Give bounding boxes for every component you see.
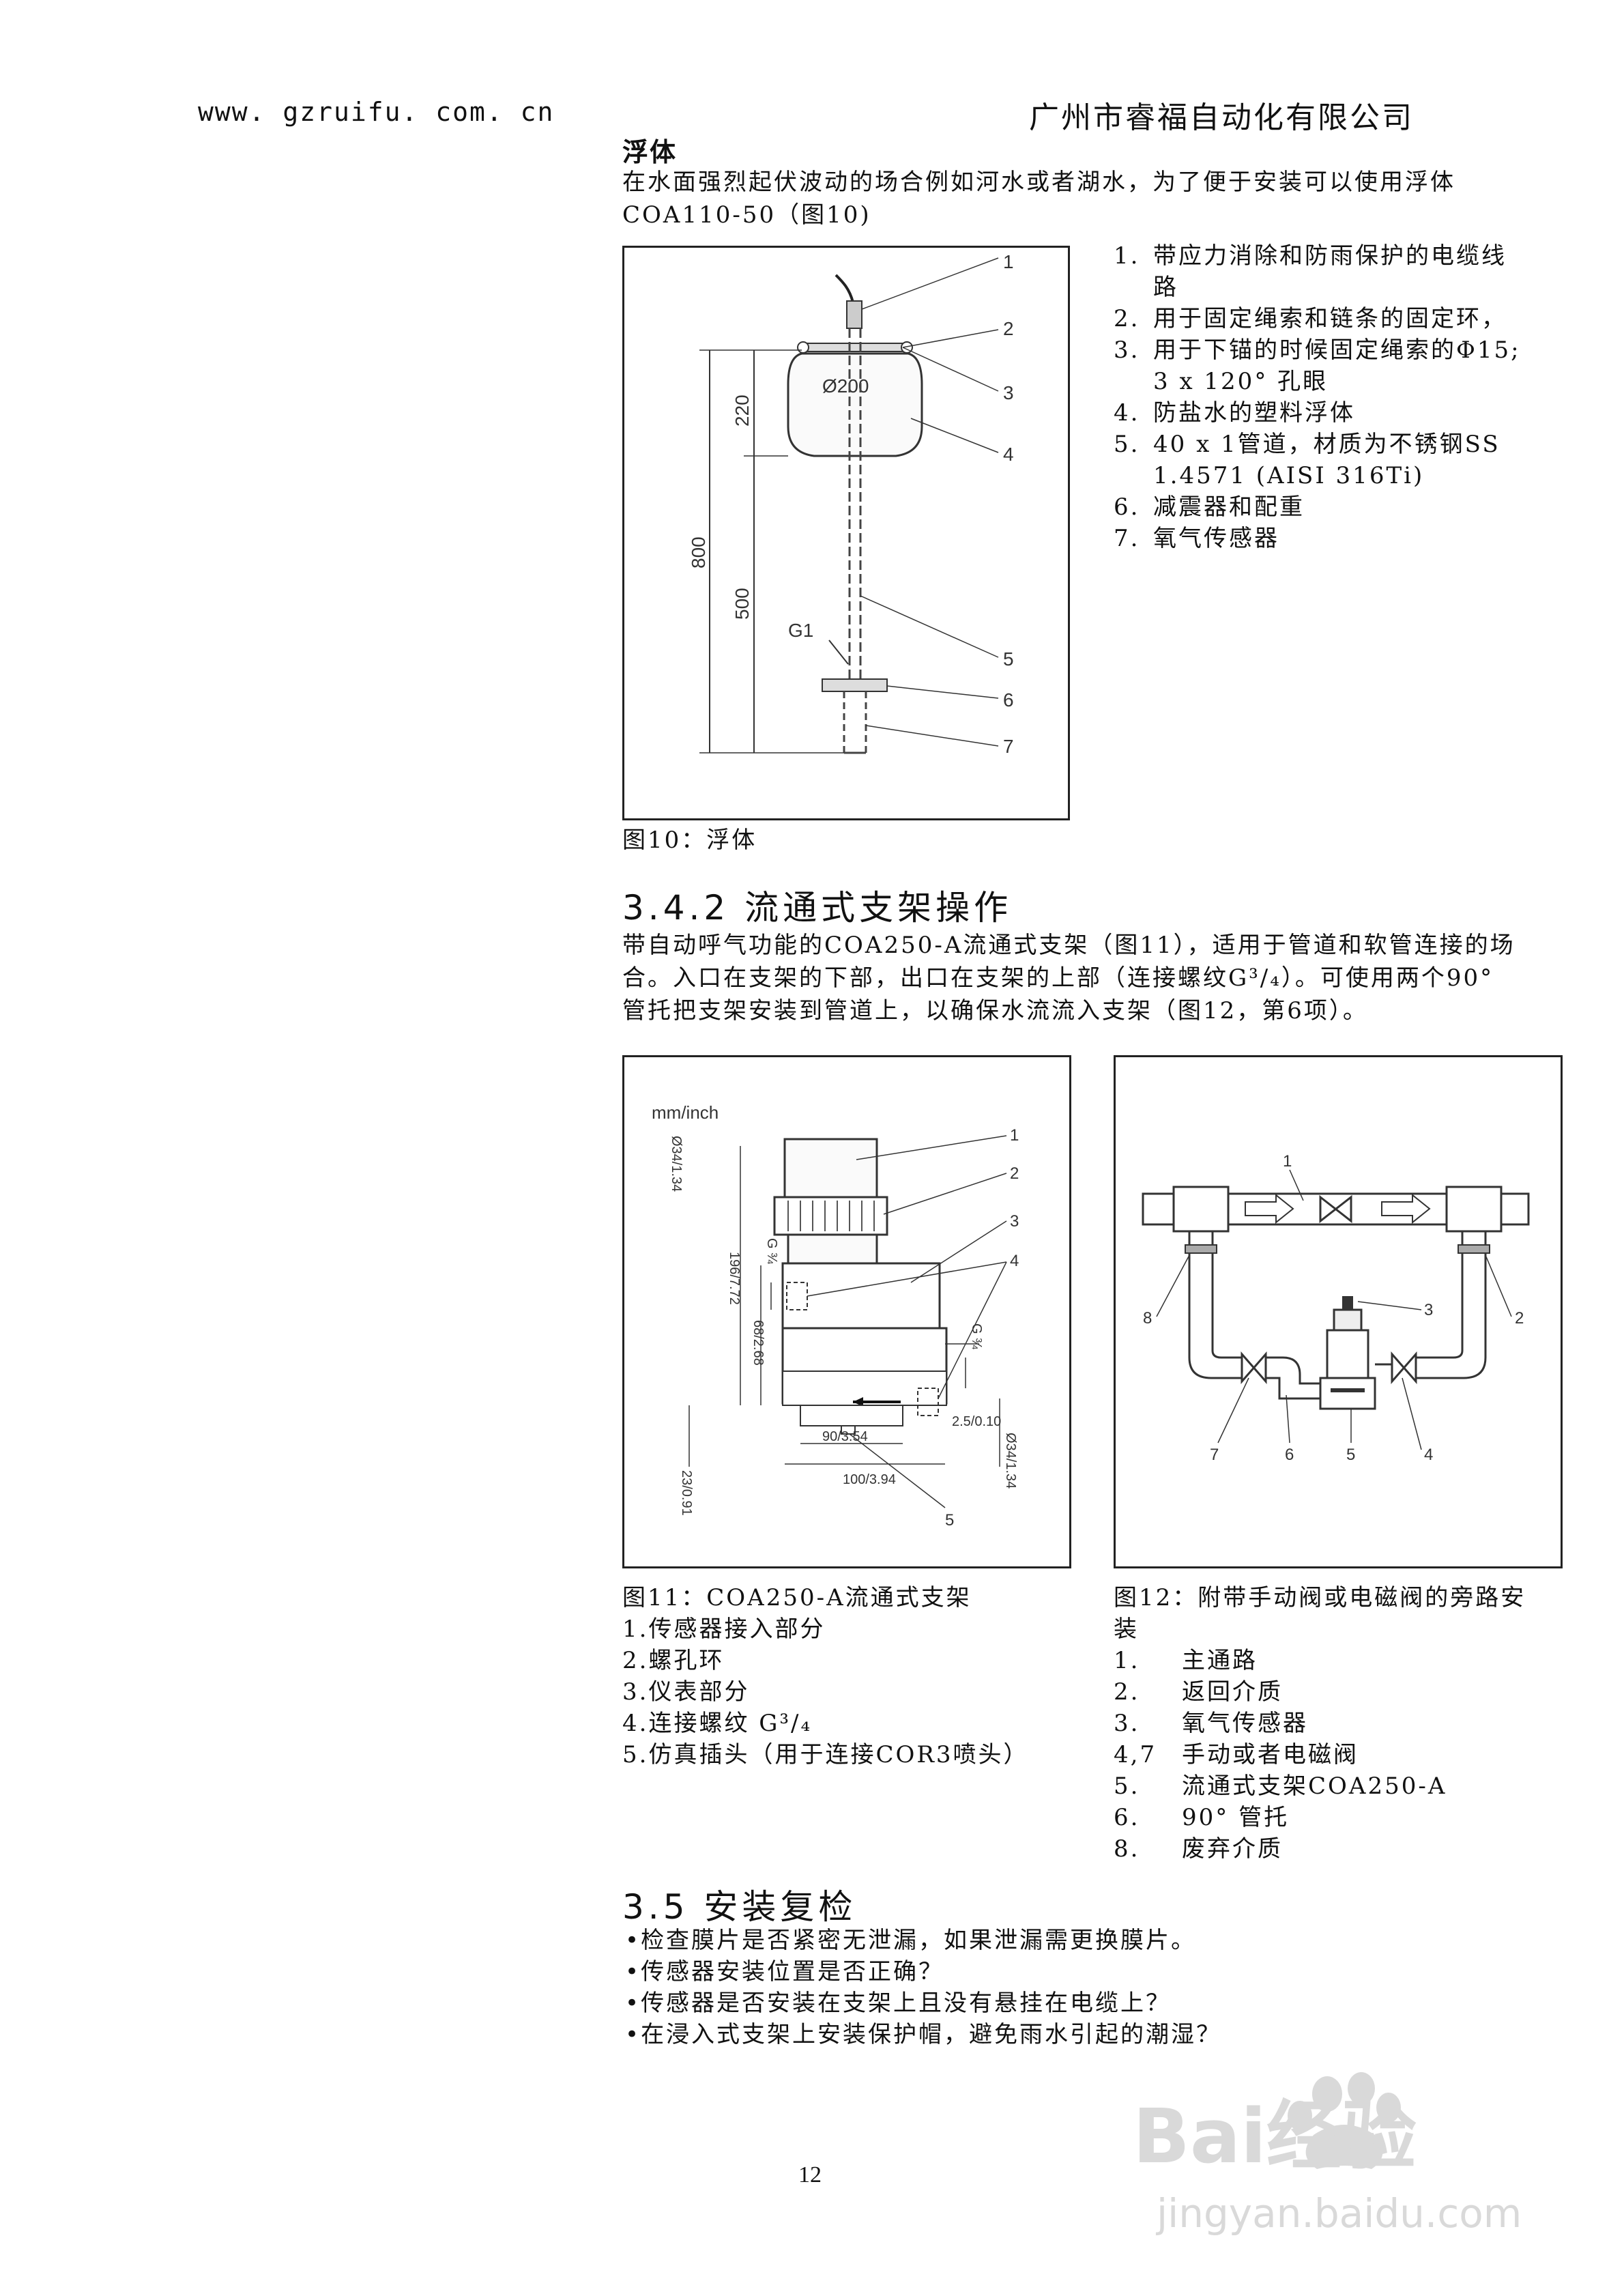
callout-1: 1 <box>1283 1152 1292 1171</box>
callout-5: 5 <box>945 1511 954 1530</box>
list-item: 5.仿真插头（用于连接COR3喷头） <box>622 1741 1029 1768</box>
bullet: • <box>625 1990 641 2017</box>
check-heading: 3.5 安装复检 <box>622 1887 857 1927</box>
callout-2: 2 <box>1010 1164 1019 1183</box>
figure-10-float-diagram: Ø200 G1 800 220 500 1 2 3 4 5 6 <box>622 246 1070 820</box>
flow-para-line-2: 合。入口在支架的下部，出口在支架的上部（连接螺纹G³/₄）。可使用两个90° <box>622 964 1494 992</box>
flow-heading: 3.4.2 流通式支架操作 <box>622 888 1013 928</box>
list-item: •传感器安装位置是否正确？ <box>625 1958 944 1985</box>
figure-12-bypass: 1 2 3 4 5 6 7 8 <box>1114 1055 1563 1568</box>
bypass-drawing: 1 2 3 4 5 6 7 8 <box>1142 1152 1530 1464</box>
float-drawing: Ø200 G1 800 220 500 1 2 3 4 5 6 <box>688 251 1014 757</box>
list-item: 6.减震器和配重 <box>1114 493 1305 521</box>
dim-100: 100/3.94 <box>843 1472 896 1487</box>
callout-6: 6 <box>1285 1446 1294 1464</box>
watermark-url: jingyan.baidu.com <box>1155 2190 1522 2237</box>
list-item: 1.4571 (AISI 316Ti) <box>1153 462 1425 489</box>
callout-7: 7 <box>1003 736 1014 757</box>
callout-4: 4 <box>1010 1252 1019 1270</box>
list-item: 3.氧气传感器 <box>1114 1710 1308 1737</box>
list-item: 2.用于固定绳索和链条的固定环， <box>1114 305 1507 332</box>
flow-para-line-3: 管托把支架安装到管道上，以确保水流流入支架（图12，第6项）。 <box>622 997 1368 1024</box>
dim-g34-left: G ¾ <box>764 1238 779 1264</box>
callout-7: 7 <box>1210 1446 1219 1464</box>
bullet: • <box>625 2021 641 2048</box>
baidu-watermark-logo: Bai经验 jingyan.baidu.com <box>1129 2067 1546 2240</box>
list-item: •传感器是否安装在支架上且没有悬挂在电缆上？ <box>625 1990 1172 2017</box>
callout-4: 4 <box>1424 1446 1433 1464</box>
callout-5: 5 <box>1346 1446 1355 1464</box>
list-item: 8.废弃介质 <box>1114 1835 1283 1863</box>
callout-1: 1 <box>1003 251 1014 272</box>
dim-g34-right: G ¾ <box>969 1323 984 1349</box>
dim-2-5: 2.5/0.10 <box>952 1414 1001 1429</box>
dim-d34-top: Ø34/1.34 <box>669 1136 684 1192</box>
callout-6: 6 <box>1003 689 1014 711</box>
list-item: 7.氧气传感器 <box>1114 525 1279 552</box>
flow-para-line-1: 带自动呼气功能的COA250-A流通式支架（图11），适用于管道和软管连接的场 <box>622 932 1516 959</box>
float-para-line-2: COA110-50（图10) <box>622 201 871 229</box>
float-title: 浮体 <box>622 137 678 167</box>
float-legend: 1.带应力消除和防雨保护的电缆线 路 2.用于固定绳索和链条的固定环， 3.用于… <box>1114 240 1521 554</box>
callout-2: 2 <box>1003 318 1014 339</box>
bullet: • <box>625 1927 641 1954</box>
list-item: 2.螺孔环 <box>622 1647 725 1674</box>
list-item: •检查膜片是否紧密无泄漏，如果泄漏需更换膜片。 <box>625 1927 1197 1954</box>
list-item: 1.主通路 <box>1114 1647 1258 1674</box>
list-item: •在浸入式支架上安装保护帽，避免雨水引起的潮湿？ <box>625 2021 1222 2048</box>
callout-8: 8 <box>1143 1309 1152 1328</box>
list-item: 1.带应力消除和防雨保护的电缆线 <box>1114 242 1507 270</box>
dim-90: 90/3.54 <box>822 1429 868 1444</box>
check-list: •检查膜片是否紧密无泄漏，如果泄漏需更换膜片。 •传感器安装位置是否正确？ •传… <box>625 1925 1221 2050</box>
float-para-line-1: 在水面强烈起伏波动的场合例如河水或者湖水，为了便于安装可以使用浮体 <box>622 169 1455 196</box>
list-item: 路 <box>1153 274 1178 301</box>
list-item: 5.流通式支架COA250-A <box>1114 1773 1447 1800</box>
list-item: 2.返回介质 <box>1114 1678 1283 1706</box>
list-item: 6.90° 管托 <box>1114 1804 1290 1831</box>
figure-11-caption: 图11：COA250-A流通式支架 <box>622 1584 972 1611</box>
list-item: 4.连接螺纹 G³/₄ <box>622 1710 813 1737</box>
dim-d34-bottom: Ø34/1.34 <box>1003 1433 1018 1489</box>
list-item: 4.防盐水的塑料浮体 <box>1114 399 1355 427</box>
bullet: • <box>625 1958 641 1985</box>
dim-220: 220 <box>731 394 753 427</box>
figure-10-caption: 图10：浮体 <box>622 827 757 854</box>
callout-1: 1 <box>1010 1126 1019 1145</box>
dim-d200: Ø200 <box>822 375 869 397</box>
callout-4: 4 <box>1003 444 1014 465</box>
callout-5: 5 <box>1003 648 1014 670</box>
callout-3: 3 <box>1424 1301 1433 1319</box>
callout-2: 2 <box>1515 1309 1524 1328</box>
header-url: www. gzruifu. com. cn <box>198 97 555 127</box>
list-item: 3.仪表部分 <box>622 1678 750 1706</box>
callout-3: 3 <box>1003 382 1014 403</box>
dim-23: 23/0.91 <box>679 1470 694 1516</box>
dim-68: 68/2.68 <box>751 1320 766 1366</box>
figure-12-caption-line-1: 图12：附带手动阀或电磁阀的旁路安 <box>1114 1584 1526 1611</box>
list-item: 3 x 120° 孔眼 <box>1153 368 1329 395</box>
unit-label: mm/inch <box>652 1102 719 1123</box>
figure-12-caption-line-2: 装 <box>1114 1616 1139 1643</box>
watermark-logo-text: Bai经验 <box>1133 2093 1417 2180</box>
figure-11-legend: 图11：COA250-A流通式支架 1.传感器接入部分 2.螺孔环 3.仪表部分… <box>622 1582 1029 1770</box>
list-item: 5.40 x 1管道，材质为不锈钢SS <box>1114 431 1500 458</box>
dim-800: 800 <box>688 536 709 569</box>
callout-3: 3 <box>1010 1212 1019 1231</box>
header-company: 广州市睿福自动化有限公司 <box>1029 100 1414 135</box>
flow-holder-drawing: mm/inch <box>652 1102 1019 1530</box>
dim-g1: G1 <box>788 620 813 641</box>
page-number: 12 <box>798 2162 822 2187</box>
dim-500: 500 <box>731 588 753 620</box>
list-item: 3.用于下锚的时候固定绳索的Φ15; <box>1114 336 1521 364</box>
dim-196: 196/7.72 <box>727 1252 742 1305</box>
figure-12-legend: 图12：附带手动阀或电磁阀的旁路安 装 1.主通路 2.返回介质 3.氧气传感器… <box>1114 1582 1526 1865</box>
list-item: 1.传感器接入部分 <box>622 1616 826 1643</box>
figure-11-flow-holder: mm/inch <box>622 1055 1071 1568</box>
